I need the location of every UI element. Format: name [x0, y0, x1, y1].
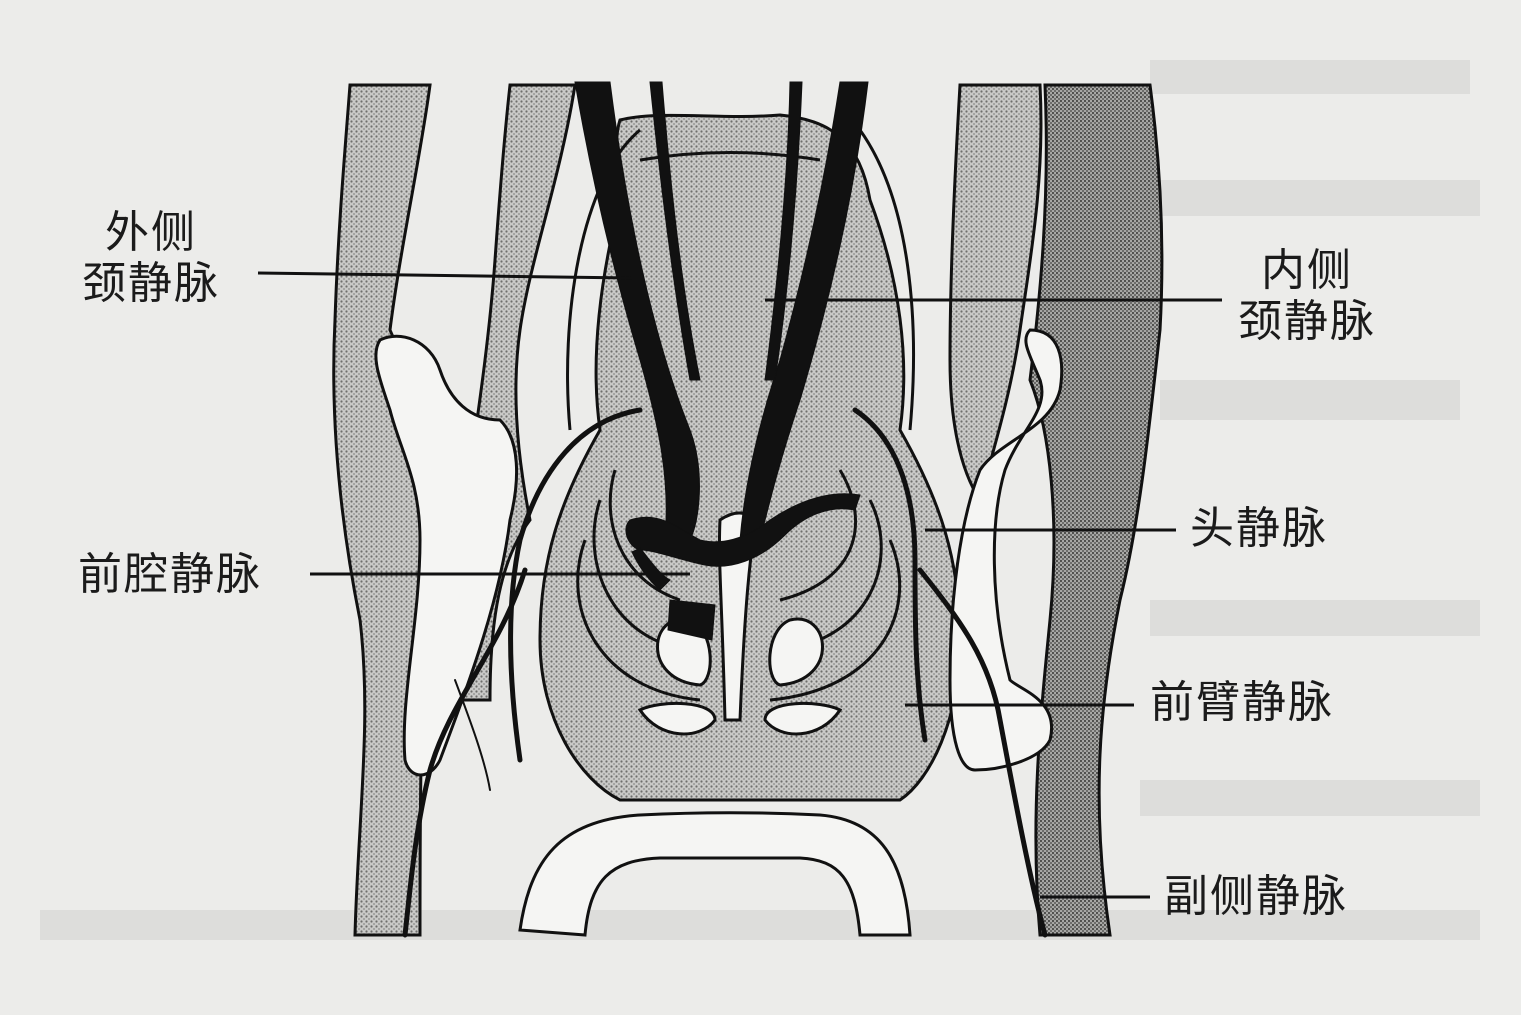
label-line: 外侧 — [82, 208, 220, 259]
label-line: 内侧 — [1238, 246, 1376, 297]
label-line: 颈静脉 — [1238, 297, 1376, 348]
label-internal-jugular-vein: 内侧 颈静脉 — [1238, 246, 1376, 347]
label-accessory-cephalic-vein: 副侧静脉 — [1164, 872, 1348, 923]
label-anterior-vena-cava: 前腔静脉 — [78, 550, 262, 601]
label-cephalic-vein: 头静脉 — [1190, 504, 1328, 555]
label-external-jugular-vein: 外侧 颈静脉 — [82, 208, 220, 309]
label-line: 颈静脉 — [82, 259, 220, 310]
label-brachial-vein: 前臂静脉 — [1150, 678, 1334, 729]
right-inner-limb — [950, 85, 1041, 500]
